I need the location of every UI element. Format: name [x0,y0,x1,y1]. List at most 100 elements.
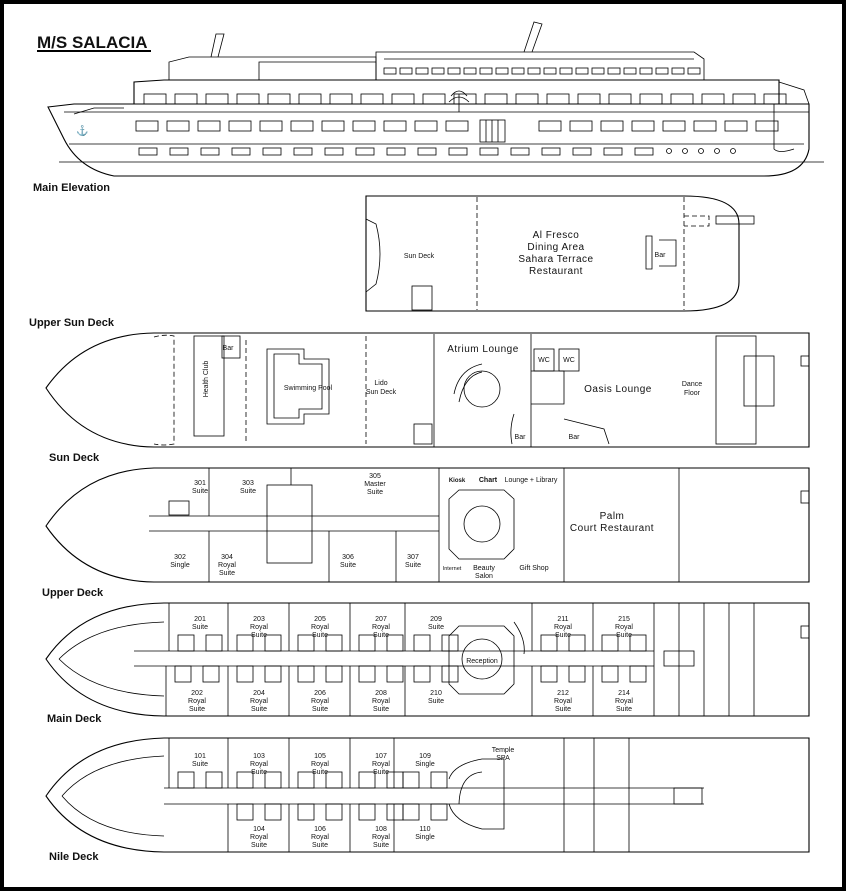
cabin-107-type: Royal [372,761,390,768]
bathroom [402,771,420,789]
cabin-203-type-2: Suite [251,632,267,639]
porthole [479,147,499,156]
window [527,67,541,75]
bathroom [297,771,315,789]
window [415,67,429,75]
window [383,67,397,75]
window [607,67,621,75]
anchor-icon: ⚓ [76,124,88,137]
cabin-307-type: Suite [405,562,421,569]
cabin-302-number: 302 [174,554,186,561]
bathroom [413,634,431,652]
cabin-108-type-2: Suite [373,842,389,849]
upper-deck-plan [45,467,810,583]
cabin-214-number: 214 [618,690,630,697]
ship-title: M/S SALACIA [37,33,148,52]
gift-shop-label: Gift Shop [519,565,548,572]
cabin-107-number: 107 [375,753,387,760]
window [639,93,663,105]
window [546,93,570,105]
window [391,93,415,105]
cabin-106-number: 106 [314,826,326,833]
cabin-211-type: Royal [554,624,572,631]
bathroom [264,665,282,683]
cabin-104-type-2: Suite [251,842,267,849]
window [267,93,291,105]
window [463,67,477,75]
cabin-302-type: Single [170,562,190,569]
cabin-104-number: 104 [253,826,265,833]
cabin-208-type-2: Suite [373,706,389,713]
cabin-206-number: 206 [314,690,326,697]
bathroom [430,803,448,821]
cabin-215-type-2: Suite [616,632,632,639]
porthole [510,147,530,156]
bathroom [441,665,459,683]
window [515,93,539,105]
beauty-salon-line-2: Salon [475,573,493,580]
dance-floor-line-2: Floor [684,390,701,397]
cabin-303-type: Suite [240,488,256,495]
bathroom [264,771,282,789]
cabin-103-type-2: Suite [251,769,267,776]
window [135,120,159,132]
bathroom [297,665,315,683]
deck-plan-drawing: M/S SALACIA ⚓ Main Elevation [29,21,824,863]
cabin-306-number: 306 [342,554,354,561]
temple-spa-line-1: Temple [492,747,515,754]
window [701,93,725,105]
cabin-203-number: 203 [253,616,265,623]
porthole [355,147,375,156]
porthole [698,148,704,154]
window [639,67,653,75]
main-deck-label: Main Deck [47,713,102,725]
window [511,67,525,75]
window [600,120,624,132]
cabin-206-type: Royal [311,698,329,705]
window [693,120,717,132]
cabin-307-number: 307 [407,554,419,561]
cabin-304-number: 304 [221,554,233,561]
cabin-103-type: Royal [250,761,268,768]
window [670,93,694,105]
temple-spa-line-2: SPA [496,755,510,762]
window [298,93,322,105]
reception-label: Reception [466,658,498,665]
window [763,93,787,105]
window [495,67,509,75]
window [631,120,655,132]
bathroom [386,634,404,652]
cabin-207-number: 207 [375,616,387,623]
bathroom [540,634,558,652]
chart-label: Chart [479,477,498,484]
bathroom [236,665,254,683]
al-fresco-line-2: Dining Area [527,242,584,253]
porthole [200,147,220,156]
upper-deck-label: Upper Deck [42,587,104,599]
bathroom [601,665,619,683]
window [360,93,384,105]
window [724,120,748,132]
cabin-202-number: 202 [191,690,203,697]
cabin-304-type-2: Suite [219,570,235,577]
bathroom [205,634,223,652]
cabin-215-number: 215 [618,616,630,623]
bathroom [629,665,647,683]
porthole [730,148,736,154]
kiosk-label: Kiosk [449,478,466,484]
cabin-105-number: 105 [314,753,326,760]
atrium-lounge-label: Atrium Lounge [447,344,519,355]
window [655,67,669,75]
cabin-104-type: Royal [250,834,268,841]
sun-deck-label: Sun Deck [49,452,100,464]
window [662,120,686,132]
sun-deck-bar-1-label: Bar [515,434,527,441]
porthole [666,148,672,154]
bathroom [386,665,404,683]
cabin-201-number: 201 [194,616,206,623]
window [732,93,756,105]
porthole [262,147,282,156]
porthole [634,147,654,156]
cabin-202-type: Royal [188,698,206,705]
